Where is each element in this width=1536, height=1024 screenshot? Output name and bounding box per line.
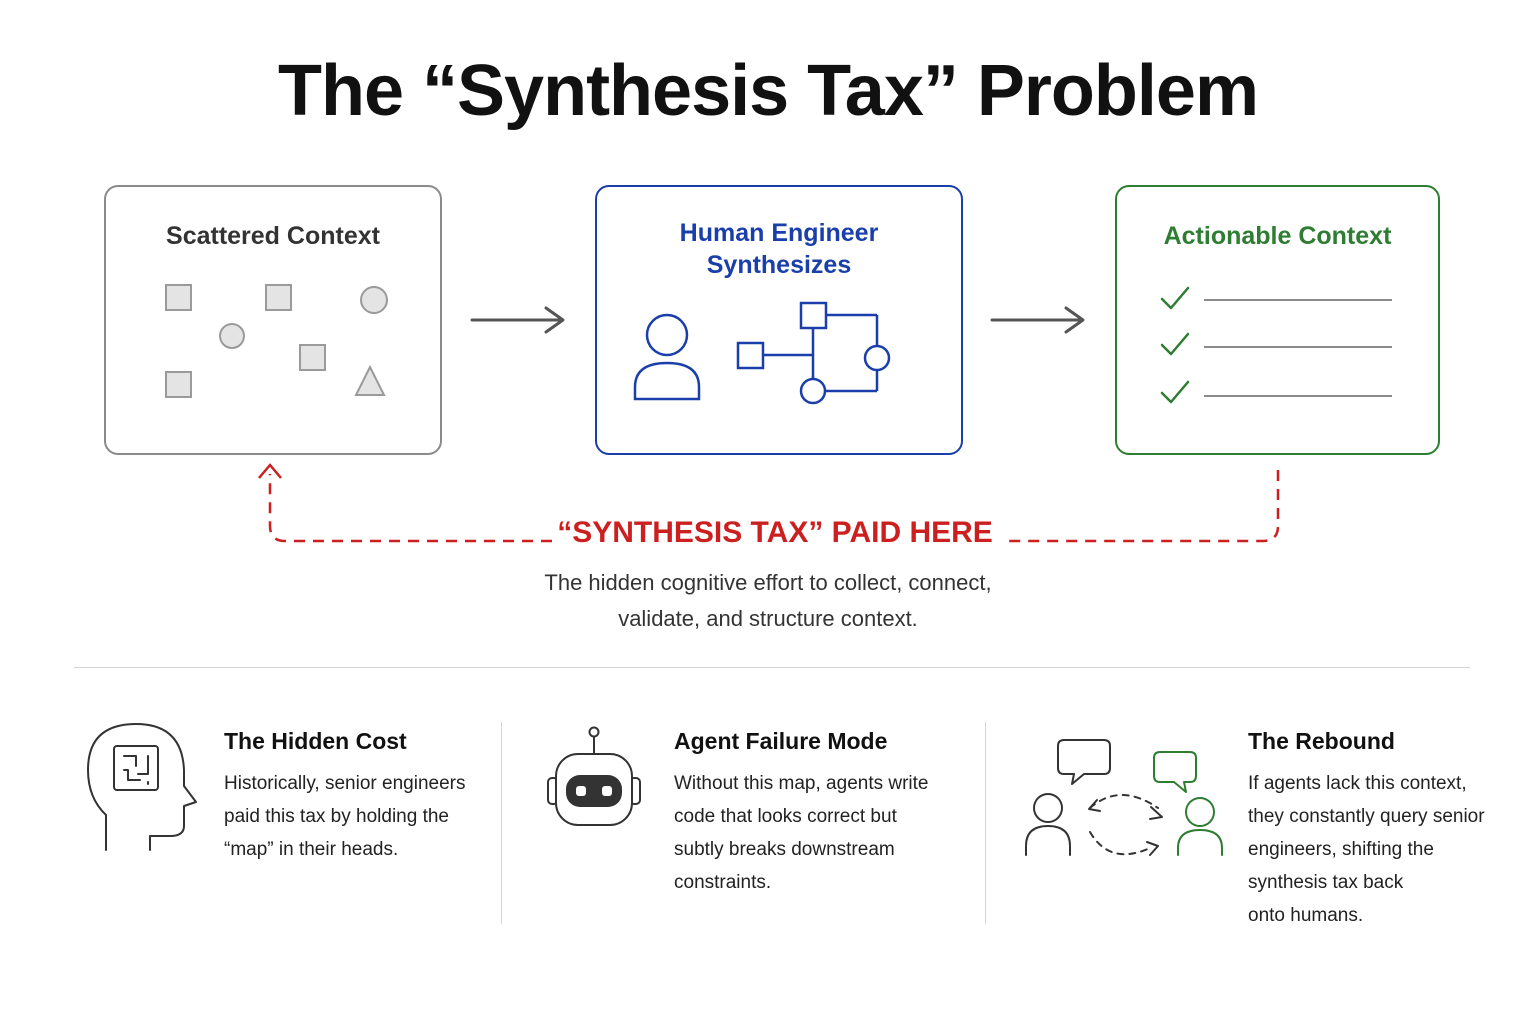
check-icon bbox=[1160, 332, 1190, 356]
engineer-diagram-icon bbox=[633, 301, 891, 405]
tax-loop-dashed-line bbox=[268, 470, 1280, 543]
tax-description-line-2: validate, and structure context. bbox=[618, 606, 918, 631]
square-shape bbox=[165, 371, 192, 398]
network-icon bbox=[736, 301, 891, 405]
hidden-cost-title: The Hidden Cost bbox=[224, 728, 407, 754]
check-icon bbox=[1160, 286, 1190, 310]
rebound-text: If agents lack this context, they consta… bbox=[1248, 767, 1518, 932]
robot-icon bbox=[547, 726, 641, 826]
agent-failure-title: Agent Failure Mode bbox=[674, 728, 888, 754]
text-line: Without this map, agents write bbox=[674, 773, 929, 794]
human-engineer-title: Human Engineer Synthesizes bbox=[597, 217, 961, 281]
human-engineer-box: Human Engineer Synthesizes bbox=[595, 185, 963, 455]
text-line: constraints. bbox=[674, 872, 772, 893]
human-title-line-1: Human Engineer bbox=[679, 219, 879, 247]
text-line: paid this tax by holding the bbox=[224, 806, 449, 827]
text-line: onto humans. bbox=[1248, 905, 1364, 926]
square-shape bbox=[265, 284, 292, 311]
arrow-up-icon bbox=[258, 463, 282, 479]
human-title-line-2: Synthesizes bbox=[706, 251, 852, 279]
column-divider bbox=[985, 722, 986, 924]
square-shape bbox=[299, 344, 326, 371]
checklist-icon bbox=[1160, 286, 1392, 404]
text-line: synthesis tax back bbox=[1248, 872, 1404, 893]
text-line: engineers, shifting the bbox=[1248, 839, 1434, 860]
arrow-right-icon bbox=[990, 306, 1085, 334]
people-conversation-icon bbox=[1025, 739, 1223, 856]
synthesis-tax-label: “SYNTHESIS TAX” PAID HERE bbox=[557, 516, 993, 549]
hidden-cost-text: Historically, senior engineers paid this… bbox=[224, 767, 494, 866]
actionable-context-box: Actionable Context bbox=[1115, 185, 1440, 455]
check-icon bbox=[1160, 380, 1190, 404]
head-brain-icon bbox=[87, 723, 197, 851]
scattered-context-title: Scattered Context bbox=[166, 222, 380, 250]
column-divider bbox=[501, 722, 502, 924]
text-line: If agents lack this context, bbox=[1248, 773, 1467, 794]
text-line: Historically, senior engineers bbox=[224, 773, 466, 794]
scattered-context-box: Scattered Context bbox=[104, 185, 442, 455]
circle-shape bbox=[219, 323, 245, 349]
arrow-right-icon bbox=[470, 306, 565, 334]
actionable-context-title: Actionable Context bbox=[1163, 222, 1392, 250]
text-line: they constantly query senior bbox=[1248, 806, 1485, 827]
text-line: subtly breaks downstream bbox=[674, 839, 895, 860]
text-line: “map” in their heads. bbox=[224, 839, 399, 860]
square-shape bbox=[165, 284, 192, 311]
scattered-shapes-icon bbox=[165, 284, 388, 398]
rebound-title: The Rebound bbox=[1248, 728, 1395, 754]
agent-failure-text: Without this map, agents write code that… bbox=[674, 767, 974, 899]
page-title: The “Synthesis Tax” Problem bbox=[278, 51, 1259, 131]
text-line: code that looks correct but bbox=[674, 806, 897, 827]
circle-shape bbox=[360, 286, 388, 314]
tax-description-line-1: The hidden cognitive effort to collect, … bbox=[544, 570, 992, 595]
person-icon bbox=[633, 313, 701, 401]
section-divider bbox=[74, 667, 1470, 668]
triangle-shape bbox=[354, 364, 386, 396]
